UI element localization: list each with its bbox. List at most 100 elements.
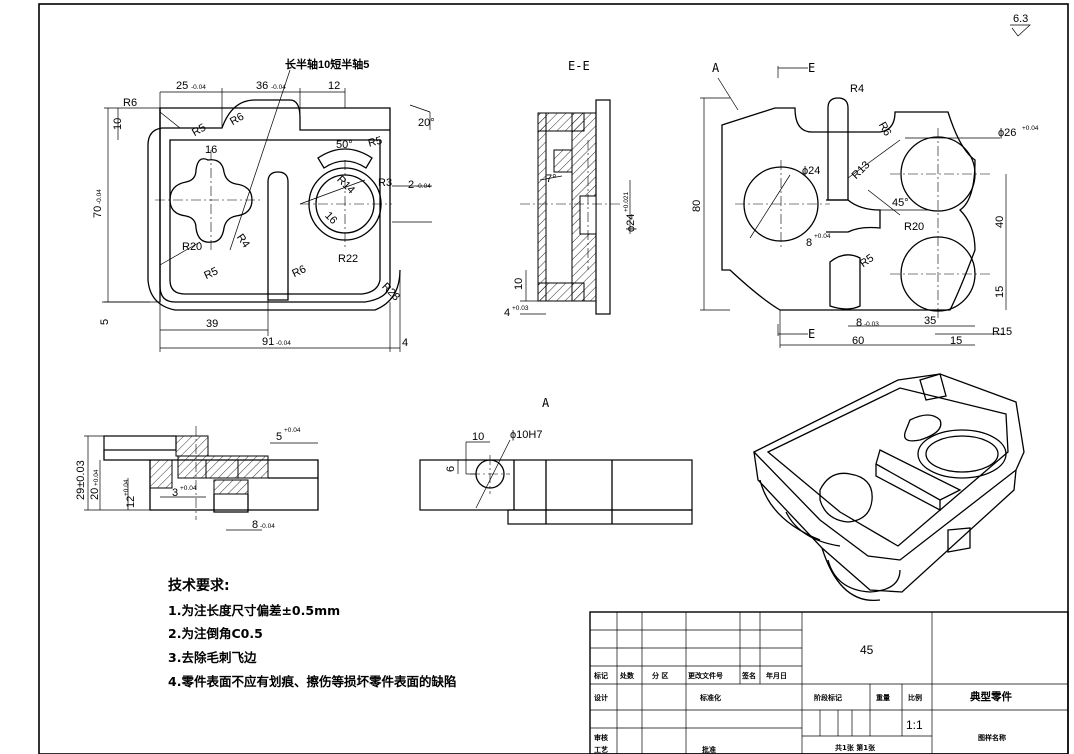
- svg-text:36: 36: [256, 80, 268, 92]
- svg-text:8: 8: [252, 519, 258, 531]
- svg-text:25: 25: [176, 80, 188, 92]
- svg-text:签名: 签名: [741, 671, 756, 680]
- svg-text:3.去除毛刺飞边: 3.去除毛刺飞边: [168, 650, 257, 665]
- svg-text:-0.04: -0.04: [271, 84, 286, 91]
- svg-text:-0.04: -0.04: [276, 340, 291, 347]
- svg-text:8: 8: [856, 317, 862, 329]
- svg-text:+0.021: +0.021: [623, 192, 630, 212]
- svg-text:29±0.03: 29±0.03: [75, 460, 87, 500]
- svg-text:15: 15: [950, 335, 962, 347]
- svg-text:5: 5: [99, 319, 111, 325]
- svg-text:批准: 批准: [702, 745, 716, 754]
- svg-text:6: 6: [445, 466, 457, 472]
- svg-text:50°: 50°: [336, 139, 353, 151]
- svg-text:10: 10: [513, 278, 525, 290]
- svg-text:图样名称: 图样名称: [978, 733, 1006, 742]
- svg-text:+0.04: +0.04: [814, 233, 831, 240]
- svg-text:12: 12: [328, 80, 340, 92]
- svg-text:重量: 重量: [876, 693, 890, 702]
- svg-text:+0.04: +0.04: [180, 485, 197, 492]
- isometric-view: [752, 373, 1025, 602]
- svg-text:ϕ24: ϕ24: [625, 214, 637, 232]
- svg-text:R22: R22: [338, 253, 358, 265]
- svg-text:+0.04: +0.04: [1022, 125, 1039, 132]
- svg-text:20: 20: [89, 488, 101, 500]
- svg-text:工艺: 工艺: [594, 745, 608, 754]
- svg-text:-0.04: -0.04: [260, 523, 275, 530]
- svg-text:年月日: 年月日: [766, 671, 787, 680]
- svg-text:7°: 7°: [546, 173, 557, 185]
- svg-text:-0.04: -0.04: [96, 189, 103, 204]
- svg-text:R15: R15: [992, 326, 1012, 338]
- svg-text:R20: R20: [904, 221, 924, 233]
- svg-text:技术要求:: 技术要求:: [168, 577, 230, 594]
- svg-text:R4: R4: [234, 232, 252, 250]
- svg-text:-0.04: -0.04: [191, 84, 206, 91]
- svg-text:设计: 设计: [594, 693, 608, 702]
- svg-text:R5: R5: [367, 135, 384, 150]
- svg-text:1.为注长度尺寸偏差±0.5mm: 1.为注长度尺寸偏差±0.5mm: [168, 603, 340, 618]
- svg-text:R6: R6: [290, 263, 308, 280]
- svg-text:R14: R14: [334, 174, 357, 197]
- svg-text:审核: 审核: [594, 733, 608, 742]
- drawing-frame: [38, 3, 1069, 754]
- svg-text:共1张 第1张: 共1张 第1张: [835, 743, 876, 752]
- svg-text:R6: R6: [123, 97, 137, 109]
- svg-text:8: 8: [806, 237, 812, 249]
- svg-text:E: E: [808, 61, 815, 75]
- svg-text:45°: 45°: [892, 197, 909, 209]
- svg-text:3: 3: [172, 487, 178, 499]
- svg-text:R4: R4: [850, 83, 864, 95]
- svg-text:35: 35: [924, 315, 936, 327]
- svg-text:40: 40: [994, 216, 1006, 228]
- svg-text:4: 4: [402, 337, 408, 349]
- svg-text:91: 91: [262, 336, 274, 348]
- svg-text:R6: R6: [876, 120, 893, 138]
- svg-text:-0.03: -0.03: [864, 321, 879, 328]
- view-a: A 10 ϕ10H7 6: [419, 396, 693, 525]
- svg-text:典型零件: 典型零件: [970, 690, 1012, 703]
- svg-text:6.3: 6.3: [1013, 13, 1028, 25]
- svg-text:16: 16: [205, 144, 217, 156]
- svg-text:10: 10: [472, 431, 484, 443]
- svg-text:1:1: 1:1: [906, 718, 923, 732]
- svg-text:E: E: [808, 327, 815, 341]
- svg-text:2.为注倒角C0.5: 2.为注倒角C0.5: [168, 626, 263, 641]
- svg-text:70: 70: [92, 206, 104, 218]
- svg-text:45: 45: [860, 643, 874, 657]
- svg-text:4.零件表面不应有划痕、擦伤等损坏零件表面的缺陷: 4.零件表面不应有划痕、擦伤等损坏零件表面的缺陷: [168, 674, 456, 689]
- svg-text:4: 4: [504, 307, 510, 319]
- svg-text:比例: 比例: [908, 693, 922, 702]
- right-view: A E E R4 R6 R13 R20 R5: [691, 61, 1039, 348]
- svg-text:A: A: [712, 61, 720, 75]
- svg-text:60: 60: [852, 335, 864, 347]
- svg-text:R5: R5: [202, 265, 220, 282]
- svg-text:-0.04: -0.04: [416, 183, 431, 190]
- svg-text:5: 5: [276, 431, 282, 443]
- svg-text:R6: R6: [228, 111, 246, 128]
- title-block: 标记 处数 分 区 更改文件号 签名 年月日 设计 标准化 审核 工艺 批准 阶…: [589, 611, 1069, 754]
- section-view-e-e: E-E 7° ϕ24 +0.021 10 4 +0.03: [504, 59, 637, 319]
- svg-text:+0.03: +0.03: [512, 305, 529, 312]
- svg-text:更改文件号: 更改文件号: [688, 671, 723, 680]
- svg-text:分 区: 分 区: [652, 671, 668, 680]
- svg-text:12: 12: [125, 496, 137, 508]
- svg-text:长半轴10短半轴5: 长半轴10短半轴5: [285, 57, 369, 71]
- svg-text:2: 2: [408, 179, 414, 191]
- svg-text:+0.04: +0.04: [284, 427, 301, 434]
- svg-text:标记: 标记: [593, 671, 608, 680]
- svg-text:处数: 处数: [619, 671, 635, 680]
- front-view: 25 -0.04 36 -0.04 12 长半轴10短半轴5 R6 R5 R6 …: [92, 57, 435, 352]
- technical-notes: 技术要求: 1.为注长度尺寸偏差±0.5mm 2.为注倒角C0.5 3.去除毛刺…: [168, 577, 456, 689]
- svg-text:ϕ26: ϕ26: [998, 127, 1016, 139]
- svg-text:39: 39: [206, 318, 218, 330]
- svg-text:标准化: 标准化: [699, 693, 721, 702]
- svg-text:R20: R20: [182, 241, 202, 253]
- svg-text:20°: 20°: [418, 117, 435, 129]
- svg-text:阶段标记: 阶段标记: [814, 693, 842, 702]
- svg-text:E-E: E-E: [568, 59, 590, 73]
- svg-text:R3: R3: [378, 177, 392, 189]
- side-section: 29±0.03 20 +0.04 12 +0.04 5 +0.04 3 +0.0…: [75, 426, 319, 531]
- roughness-symbol: 6.3: [1010, 13, 1031, 37]
